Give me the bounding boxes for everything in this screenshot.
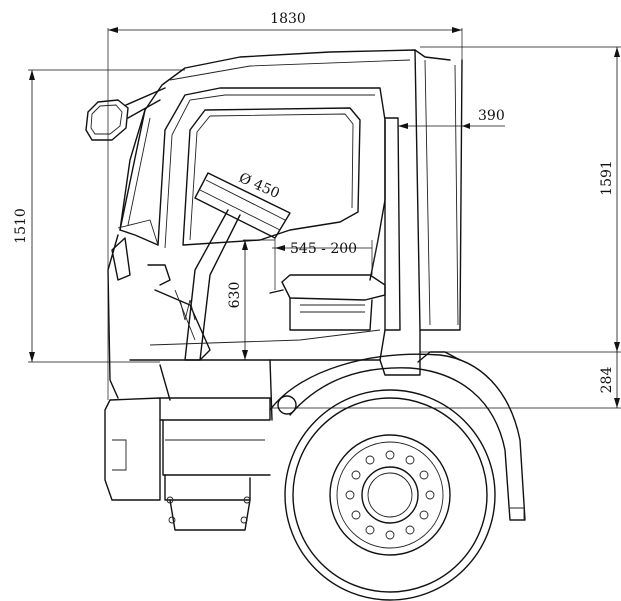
dim-rear-offset-label: 390 [478, 108, 505, 124]
dim-seat-adjustment [272, 238, 373, 290]
driver-seat [269, 119, 386, 331]
dim-rear-offset [398, 123, 505, 129]
front-wheel [284, 389, 496, 601]
dim-overall-length-label: 1830 [270, 11, 306, 27]
dim-steering-height-label: 630 [227, 282, 243, 309]
dim-floor-to-ground [270, 352, 621, 409]
dim-overall-length [107, 27, 463, 400]
cab-outline [107, 49, 463, 399]
wheel-nuts [345, 450, 435, 540]
dim-seat-height [28, 69, 185, 363]
dim-floor-to-ground-label: 284 [599, 367, 615, 394]
dim-steering-height [242, 239, 275, 360]
entry-steps [104, 359, 297, 531]
side-mirror [85, 87, 166, 141]
dim-seat-height-label: 1510 [13, 208, 29, 244]
pedal-assembly [147, 264, 211, 361]
dim-cab-height [420, 46, 621, 353]
dim-cab-height-label: 1591 [599, 160, 615, 196]
dim-seat-adjustment-label: 545 - 200 [290, 241, 357, 257]
